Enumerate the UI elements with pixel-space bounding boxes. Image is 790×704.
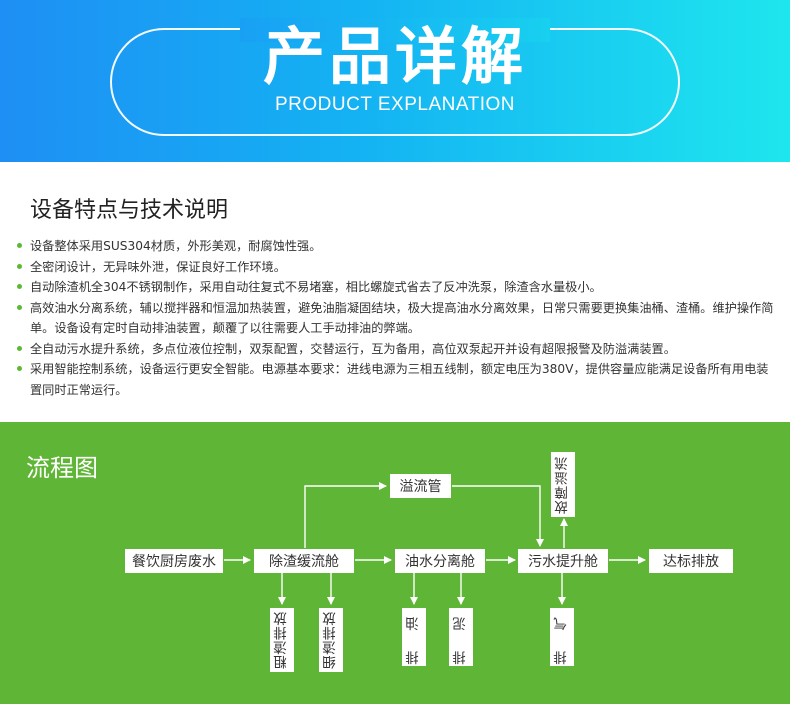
- header-banner: 产品详解 PRODUCT EXPLANATION: [0, 0, 790, 162]
- node-fault-overflow: 故障溢流: [551, 452, 575, 517]
- flow-connectors: [224, 482, 646, 605]
- feature-text: 全密闭设计，无异味外泄，保证良好工作环境。: [30, 259, 286, 274]
- node-oil-water-separator: 油水分离舱: [395, 549, 485, 573]
- feature-text: 采用智能控制系统，设备运行更安全智能。电源基本要求：进线电源为三相五线制，额定电…: [30, 362, 769, 397]
- bullet-icon: [17, 243, 22, 248]
- arrow-slag-to-overflow: [304, 482, 387, 548]
- node-gas-discharge: 排 气: [550, 608, 574, 666]
- node-fine-slag-label: 细渣排放: [323, 611, 339, 669]
- node-oil-label: 排 油: [406, 609, 422, 665]
- node-fine-slag-discharge: 细渣排放: [319, 608, 343, 672]
- list-item: 全自动污水提升系统，多点位液位控制，双泵配置，交替运行，互为备用，高位双泵起开并…: [16, 339, 780, 360]
- bullet-icon: [17, 345, 22, 351]
- flow-section: 流程图 餐饮厨房废水 除渣缓流舱 油水分离舱 污水提: [0, 422, 790, 704]
- list-item: 高效油水分离系统，辅以搅拌器和恒温加热装置，避免油脂凝固结块，极大提高油水分离效…: [16, 298, 780, 339]
- banner-title: 产品详解: [262, 20, 527, 93]
- node-compliant-discharge: 达标排放: [649, 549, 733, 573]
- bullet-icon: [17, 263, 22, 269]
- node-gas-label: 排 气: [554, 609, 570, 665]
- banner-frame-gap: [240, 18, 550, 42]
- feature-text: 自动除渣机全304不锈钢制作，采用自动往复式不易堵塞，相比螺旋式省去了反冲洗泵，…: [30, 280, 602, 294]
- node-fault-overflow-label: 故障溢流: [555, 455, 571, 514]
- node-sludge-label: 排 泥: [453, 609, 469, 665]
- bullet-icon: [17, 304, 22, 310]
- feature-text: 高效油水分离系统，辅以搅拌器和恒温加热装置，避免油脂凝固结块，极大提高油水分离效…: [30, 300, 774, 336]
- node-sewage-lift-tank: 污水提升舱: [518, 549, 608, 573]
- node-coarse-slag-discharge: 粗渣排放: [270, 608, 294, 672]
- node-slag-buffer-tank: 除渣缓流舱: [254, 549, 354, 573]
- bullet-icon: [17, 284, 22, 289]
- node-overflow-pipe: 溢流管: [390, 474, 451, 498]
- bullet-icon: [17, 366, 22, 371]
- node-coarse-slag-label: 粗渣排放: [274, 611, 290, 669]
- list-item: 全密闭设计，无异味外泄，保证良好工作环境。: [16, 257, 780, 278]
- feature-text: 全自动污水提升系统，多点位液位控制，双泵配置，交替运行，互为备用，高位双泵起开并…: [30, 341, 676, 356]
- node-oil-discharge: 排 油: [402, 608, 426, 666]
- list-item: 自动除渣机全304不锈钢制作，采用自动往复式不易堵塞，相比螺旋式省去了反冲洗泵，…: [16, 277, 780, 298]
- feature-list: 设备整体采用SUS304材质，外形美观，耐腐蚀性强。 全密闭设计，无异味外泄，保…: [16, 236, 780, 400]
- list-item: 设备整体采用SUS304材质，外形美观，耐腐蚀性强。: [16, 236, 780, 257]
- node-sludge-discharge: 排 泥: [449, 608, 473, 666]
- feature-text: 设备整体采用SUS304材质，外形美观，耐腐蚀性强。: [30, 239, 322, 253]
- flow-title: 流程图: [26, 454, 98, 482]
- list-item: 采用智能控制系统，设备运行更安全智能。电源基本要求：进线电源为三相五线制，额定电…: [16, 359, 780, 400]
- node-kitchen-waste-water: 餐饮厨房废水: [125, 549, 223, 573]
- banner-subtitle: PRODUCT EXPLANATION: [274, 94, 515, 115]
- arrow-overflow-to-sewage: [452, 485, 544, 547]
- features-title: 设备特点与技术说明: [30, 198, 229, 223]
